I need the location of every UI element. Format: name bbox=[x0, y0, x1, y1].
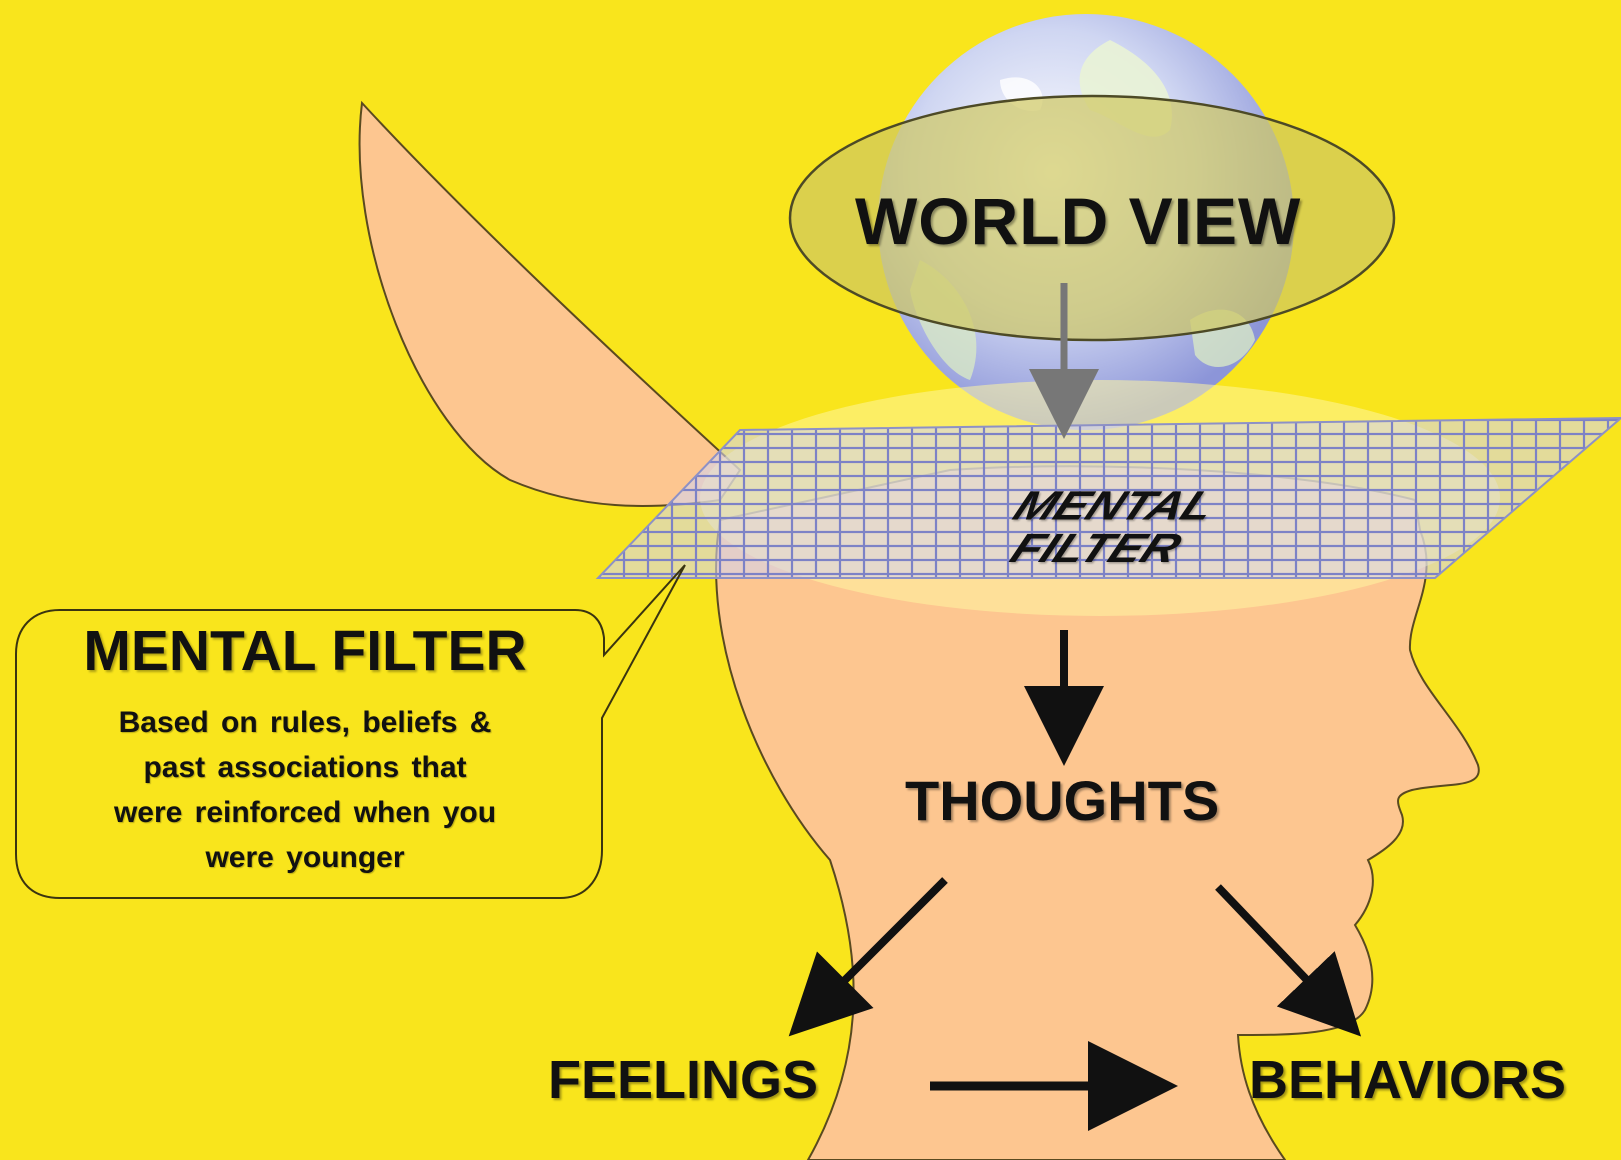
head-ear-flap bbox=[360, 103, 740, 506]
world-view-label: WORLD VIEW bbox=[855, 188, 1301, 254]
callout-body: Based on rules, beliefs & past associati… bbox=[40, 700, 570, 880]
callout-line: were reinforced when you bbox=[40, 790, 570, 835]
mental-filter-tag-line2: FILTER bbox=[851, 528, 1340, 571]
callout-line: Based on rules, beliefs & bbox=[40, 700, 570, 745]
mental-filter-tag-line1: MENTAL bbox=[870, 486, 1359, 529]
callout-line: were younger bbox=[40, 835, 570, 880]
thoughts-label: THOUGHTS bbox=[905, 773, 1219, 829]
behaviors-label: BEHAVIORS bbox=[1249, 1053, 1566, 1107]
feelings-label: FEELINGS bbox=[548, 1053, 818, 1107]
callout-line: past associations that bbox=[40, 745, 570, 790]
mental-filter-tag: MENTAL FILTER bbox=[851, 486, 1359, 571]
callout-title: MENTAL FILTER bbox=[18, 623, 592, 680]
